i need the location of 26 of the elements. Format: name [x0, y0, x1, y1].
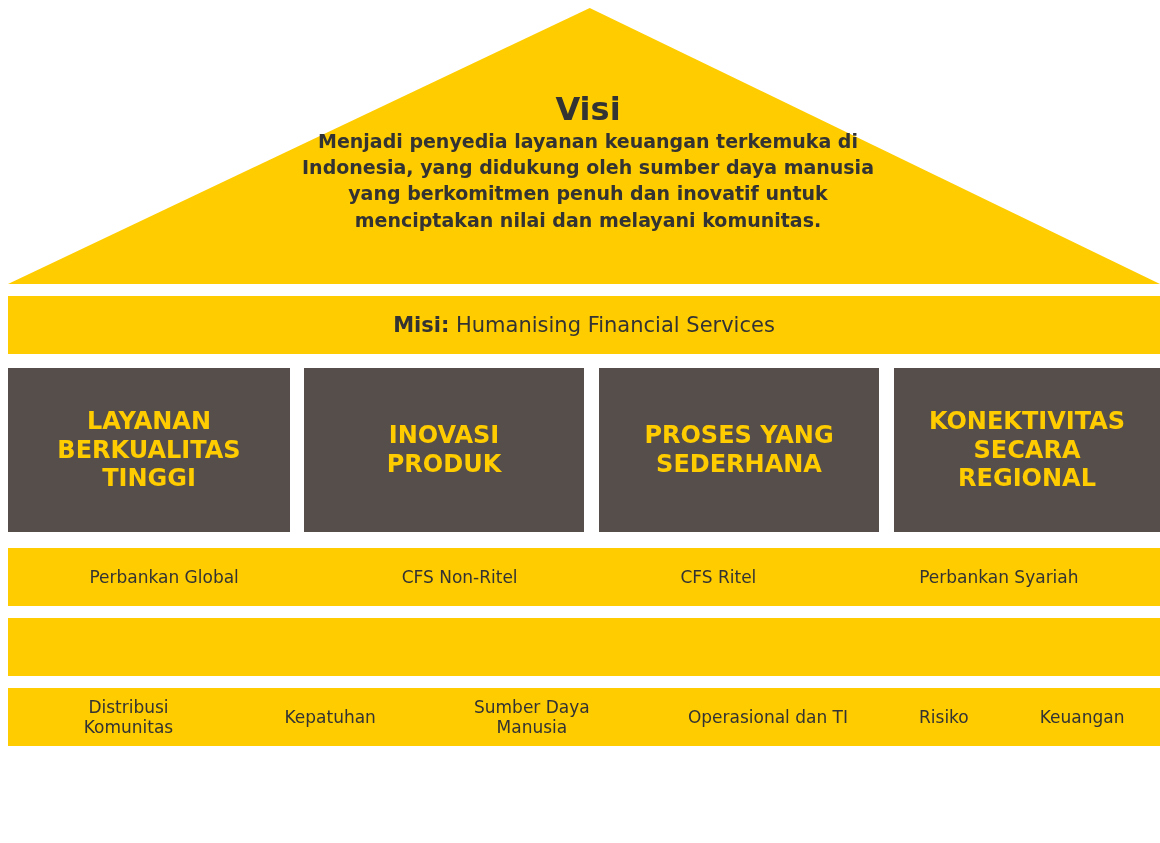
empty-band: [8, 618, 1160, 676]
pillar-block: [599, 368, 879, 532]
unit-label: Perbankan Syariah: [919, 567, 1079, 587]
mission-statement: Misi: Humanising Financial Services: [393, 313, 775, 337]
unit-label: CFS Ritel: [680, 567, 757, 587]
band: [8, 688, 1160, 746]
pillar-title: PROSES YANG SEDERHANA: [643, 421, 835, 479]
mission-band: [8, 296, 1160, 354]
vision-statement: Menjadi penyedia layanan keuangan terkemuka di Indonesia, yang didukung oleh sumber daya manusia yang berkomitmen penuh dan inovatif untuk menciptakan nilai dan melayani komunitas.: [301, 129, 875, 233]
vision-heading: Visi: [555, 90, 621, 128]
unit-label: CFS Non-Ritel: [401, 567, 518, 587]
unit-label: Kepatuhan: [284, 707, 376, 727]
band: [8, 548, 1160, 606]
unit-label: Sumber Daya Manusia: [473, 697, 591, 737]
pillar-title: KONEKTIVITAS SECARA REGIONAL: [927, 406, 1127, 494]
pillar-block: [8, 368, 290, 532]
unit-label: Perbankan Global: [89, 567, 239, 587]
unit-label: Operasional dan TI: [687, 707, 848, 727]
pillar-block: [894, 368, 1160, 532]
unit-label: Risiko: [919, 707, 969, 727]
pillar-title: LAYANAN BERKUALITAS TINGGI: [56, 406, 242, 494]
pillar-title: INOVASI PRODUK: [385, 421, 503, 479]
roof-triangle: [8, 8, 1160, 284]
unit-label: Keuangan: [1039, 707, 1125, 727]
pillar-block: [304, 368, 584, 532]
unit-label: Distribusi Komunitas: [82, 697, 175, 737]
